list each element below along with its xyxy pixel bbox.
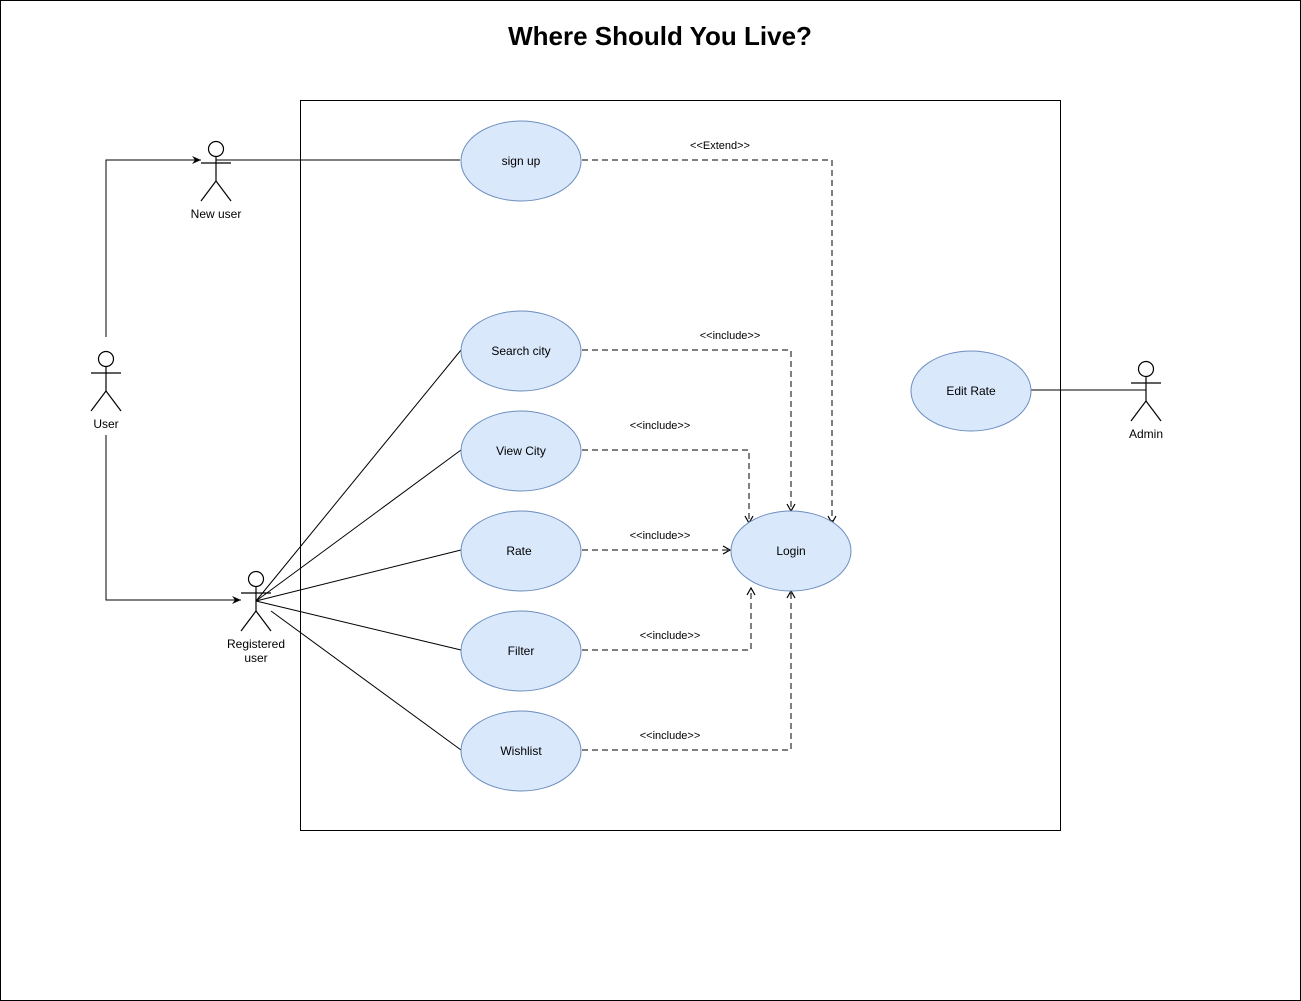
stick-figure-icon	[90, 350, 122, 412]
usecase-sign-up[interactable]: sign up	[460, 120, 582, 202]
usecase-login-label: Login	[776, 544, 805, 558]
include-view-label: <<include>>	[630, 420, 691, 432]
actor-new-user[interactable]: New user	[191, 140, 242, 222]
stick-figure-icon	[200, 140, 232, 202]
extend-signup-login	[582, 159, 837, 525]
usecase-rate[interactable]: Rate	[460, 510, 582, 592]
diagram-title: Where Should You Live?	[508, 21, 812, 51]
usecase-wishlist-label: Wishlist	[500, 744, 542, 758]
actor-registered-user-label-line1: Registered	[227, 637, 285, 651]
actor-new-user-label: New user	[191, 207, 242, 221]
usecase-filter[interactable]: Filter	[460, 610, 582, 692]
usecase-search-city-label: Search city	[491, 344, 550, 358]
usecase-wishlist[interactable]: Wishlist	[460, 710, 582, 792]
actor-registered-user-label-line2: user	[244, 651, 267, 665]
extend-label: <<Extend>>	[690, 140, 750, 152]
include-filter-login	[582, 586, 756, 651]
actor-user[interactable]: User	[90, 350, 122, 432]
usecase-filter-label: Filter	[508, 644, 535, 658]
user-to-registered-user-connector	[105, 435, 241, 604]
registered-wishlist-association	[270, 610, 462, 751]
usecase-view-city[interactable]: View City	[460, 410, 582, 492]
usecase-search-city[interactable]: Search city	[460, 310, 582, 392]
registered-rate-association	[255, 549, 462, 602]
registered-search-association	[255, 349, 462, 602]
include-filter-label: <<include>>	[640, 630, 701, 642]
registered-filter-association	[255, 600, 462, 651]
stick-figure-icon	[240, 570, 272, 632]
stick-figure-icon	[1130, 360, 1162, 422]
usecase-login[interactable]: Login	[730, 510, 852, 592]
usecase-edit-rate-label: Edit Rate	[946, 384, 996, 398]
usecase-rate-label: Rate	[506, 544, 532, 558]
include-view-login	[582, 449, 754, 525]
user-to-new-user-connector	[105, 156, 201, 337]
actor-admin[interactable]: Admin	[1129, 360, 1163, 442]
actor-user-label: User	[93, 417, 118, 431]
actor-registered-user[interactable]: Registered user	[227, 570, 285, 666]
include-search-label: <<include>>	[700, 330, 761, 342]
actor-admin-label: Admin	[1129, 427, 1163, 441]
system-boundary	[300, 100, 1061, 831]
registered-view-association	[255, 449, 462, 602]
usecase-view-city-label: View City	[496, 444, 546, 458]
usecase-sign-up-label: sign up	[502, 154, 541, 168]
include-wishlist-login	[582, 589, 796, 751]
include-wishlist-label: <<include>>	[640, 730, 701, 742]
include-rate-label: <<include>>	[630, 530, 691, 542]
usecase-edit-rate[interactable]: Edit Rate	[910, 350, 1032, 432]
